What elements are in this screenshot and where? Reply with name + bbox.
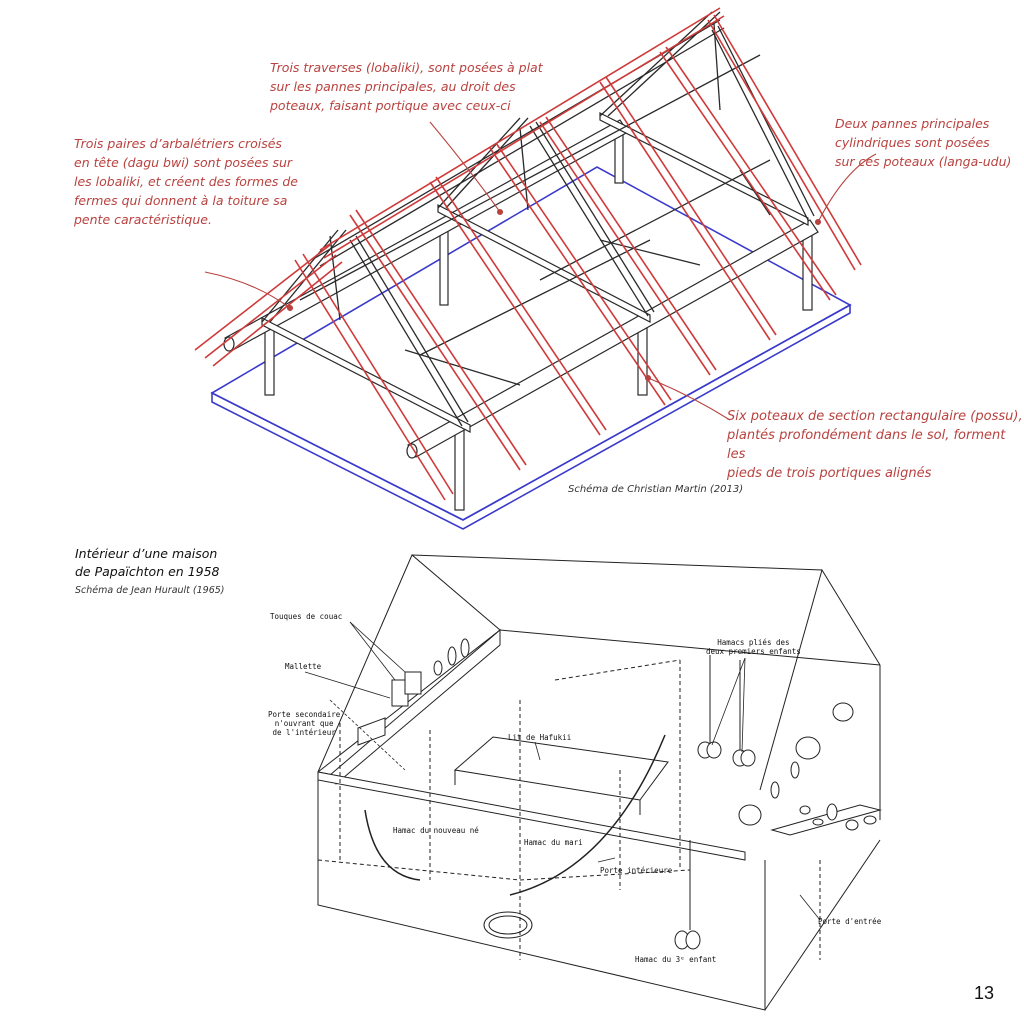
dashed-guides [317,659,821,960]
label-hamacs-plies: Hamacs pliés des deux premiers enfants [706,638,801,656]
house-interior-diagram [304,554,882,1011]
interior-leaders [304,621,821,921]
annotation-arbaletriers: Trois paires d’arbalétriers croisés en t… [74,136,298,227]
hammock-husband [509,734,666,896]
red-roof-poles [194,7,862,501]
interior-title: Intérieur d’une maison de Papaïchton en … [75,546,220,579]
credit-christian-martin: Schéma de Christian Martin (2013) [568,484,744,495]
front-gable [759,568,881,791]
annotation-pannes: Deux pannes principales cylindriques son… [835,116,1012,169]
folded-hammocks [674,655,756,950]
label-lit: Lit de Hafukii [508,733,572,742]
hammock-newborn [364,809,421,881]
annotation-poteaux: Six poteaux de section rectangulaire (po… [727,409,1023,481]
long-beam [317,771,746,861]
label-porte-entree: Porte d'entrée [818,917,882,926]
annotation-traverses: Trois traverses (lobaliki), sont posées … [270,60,543,113]
ridge-beams [299,19,771,386]
label-hamac-mari: Hamac du mari [524,838,583,847]
right-items [738,702,877,831]
label-touques: Touques de couac [270,612,343,621]
label-porte-secondaire: Porte secondaire n'ouvrant que de l'inté… [268,710,341,737]
left-items [357,638,470,746]
label-hamac-nouveau-ne: Hamac du nouveau né [393,826,479,835]
label-hamac-3e: Hamac du 3ᵉ enfant [635,955,717,964]
roof-framework-diagram [194,7,877,530]
label-mallette: Mallette [285,662,322,671]
house-box [317,772,766,1011]
bed [453,736,669,801]
page-number: 13 [974,983,995,1003]
label-porte-interieure: Porte intérieure [600,866,673,875]
basin [483,911,533,939]
leader-lines [204,121,877,421]
ground-slab [210,166,852,530]
credit-jean-hurault: Schéma de Jean Hurault (1965) [75,585,225,596]
